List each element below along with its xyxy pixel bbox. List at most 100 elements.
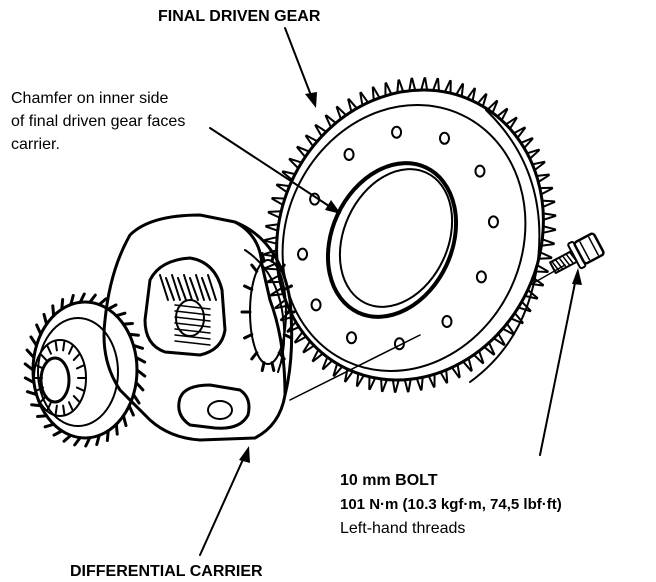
gear-tooth xyxy=(450,363,461,379)
gear-bolt-hole xyxy=(438,131,450,145)
gear-tooth xyxy=(391,378,400,393)
pinion-tooth xyxy=(165,277,175,301)
right-spline xyxy=(270,252,276,263)
label-differential-carrier: DIFFERENTIAL CARRIER xyxy=(70,563,263,580)
gear-bore-chamfer xyxy=(338,168,454,308)
gear-tooth xyxy=(304,134,319,148)
leader-chamfer xyxy=(209,127,333,209)
gear-tooth xyxy=(535,173,550,184)
left-spline xyxy=(75,364,86,370)
pinion-tooth xyxy=(201,277,211,301)
right-spline xyxy=(260,361,266,372)
gear-bolt-hole xyxy=(297,247,309,261)
left-spline xyxy=(68,344,74,355)
gear-tooth xyxy=(347,98,358,113)
gear-bolt-hole xyxy=(441,315,453,329)
left-spline xyxy=(72,352,81,362)
gear-tooth xyxy=(371,86,381,102)
gear-tooth xyxy=(332,362,344,377)
gear-tooth xyxy=(541,225,557,234)
right-bearing-boss xyxy=(249,259,287,365)
gear-outer-rim xyxy=(275,88,545,382)
right-bearing-splines xyxy=(240,252,296,372)
gear-tooth xyxy=(427,373,436,388)
pinion-shaft xyxy=(175,299,205,337)
gear-tooth xyxy=(359,91,370,107)
gear-tooth xyxy=(509,312,524,325)
gear-tooth xyxy=(403,378,412,393)
pinion-tooth xyxy=(195,274,205,301)
ring-gear-bolt xyxy=(549,232,605,275)
left-helical-gear xyxy=(31,300,139,440)
gear-tooth xyxy=(537,251,553,260)
left-bearing-bore xyxy=(39,356,71,404)
gear-tooth xyxy=(271,197,286,206)
gear-tooth xyxy=(415,376,424,391)
gear-thickness-edge xyxy=(469,109,541,383)
carrier-flange-ring xyxy=(244,249,286,373)
bolt-spec-line2: 101 N·m (10.3 kgf·m, 74,5 lbf·ft) xyxy=(340,496,562,513)
gear-tooth xyxy=(443,79,452,95)
thread-line xyxy=(561,255,571,267)
gear-tooth xyxy=(472,349,485,365)
gear-tooth xyxy=(281,170,297,182)
right-spline xyxy=(243,284,254,291)
leader-bolt xyxy=(539,277,577,456)
left-spline xyxy=(68,401,74,412)
arrowhead-differential-carrier xyxy=(239,446,250,463)
carrier-flange xyxy=(233,220,294,397)
gear-tooth xyxy=(343,368,354,383)
pinion-tooth xyxy=(174,322,211,328)
gear-tooth xyxy=(504,116,518,130)
gear-tooth xyxy=(293,331,308,344)
right-spline xyxy=(250,263,259,273)
gear-bolt-hole xyxy=(343,147,355,161)
gear-tooth xyxy=(355,372,365,387)
arrowhead-chamfer xyxy=(325,200,341,214)
label-final-driven-gear: FINAL DRIVEN GEAR xyxy=(158,8,321,25)
alignment-line-gear xyxy=(289,334,421,401)
gear-bolt-hole xyxy=(310,298,322,312)
gear-tooth xyxy=(396,79,405,94)
bolt-spec-line3: Left-hand threads xyxy=(340,520,465,537)
right-spline xyxy=(277,263,286,273)
gear-bolt-hole xyxy=(474,164,486,178)
chamfer-note-line3: carrier. xyxy=(11,136,60,153)
gear-rim-inner-edge xyxy=(281,104,527,372)
gear-tooth xyxy=(265,223,280,232)
pinion-tooth xyxy=(171,274,181,301)
left-bearing-journal xyxy=(33,339,87,417)
bolt-spec-line1: 10 mm BOLT xyxy=(340,472,438,489)
final-driven-gear xyxy=(263,77,557,393)
gear-tooth xyxy=(492,332,506,346)
thread-line xyxy=(565,253,575,265)
leader-differential-carrier xyxy=(199,454,246,556)
left-spline xyxy=(39,352,48,362)
gear-tooth xyxy=(541,199,556,208)
gear-bolt-hole xyxy=(391,125,403,139)
gear-bolt-hole xyxy=(475,270,487,284)
leader-lines xyxy=(199,27,582,556)
gear-center-bore xyxy=(325,161,459,319)
gear-tooth xyxy=(462,357,473,372)
gear-tooth xyxy=(408,77,417,92)
gear-tooth xyxy=(311,348,324,363)
pinion-tooth xyxy=(189,277,199,301)
gear-tooth xyxy=(519,137,534,150)
gear-tooth xyxy=(496,107,509,122)
left-spline xyxy=(72,394,81,404)
pinion-tooth xyxy=(207,274,217,301)
left-gear-inner-ring xyxy=(37,317,119,427)
gear-teeth xyxy=(263,77,557,393)
left-spline xyxy=(46,344,52,355)
gear-tooth xyxy=(483,341,496,356)
pinion-tooth xyxy=(174,334,211,340)
chamfer-note-line2: of final driven gear faces xyxy=(11,113,185,130)
gear-tooth xyxy=(534,264,549,273)
pinion-gears xyxy=(159,274,217,346)
gear-tooth xyxy=(540,238,555,247)
gear-tooth xyxy=(321,356,334,371)
pinion-tooth xyxy=(159,274,169,301)
gear-tooth xyxy=(380,377,388,393)
gear-tooth xyxy=(296,145,311,158)
